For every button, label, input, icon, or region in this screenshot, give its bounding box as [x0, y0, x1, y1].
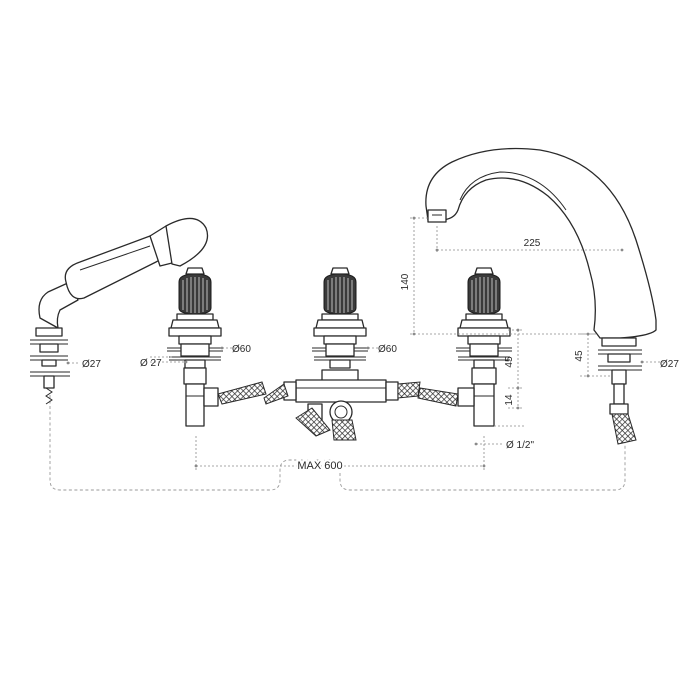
spout: [410, 147, 664, 445]
dim-connection-thread: Ø 1/2": [506, 440, 534, 451]
dim-max-spread: MAX 600: [297, 460, 342, 472]
dim-left-flange-diameter: Ø60: [232, 344, 251, 355]
max-spread-dimension: [194, 436, 486, 470]
dim-right-valve-offset: 14: [504, 394, 515, 406]
supply-pipe-lines: [49, 395, 626, 491]
dim-spout-reach: 225: [524, 238, 541, 249]
dim-left-base-diameter: Ø 27: [140, 358, 162, 369]
dim-hand-shower-diameter: Ø27: [82, 359, 101, 370]
dim-spout-height: 140: [400, 273, 411, 290]
hand-shower: [30, 217, 209, 405]
dim-center-flange-diameter: Ø60: [378, 344, 397, 355]
dim-spout-base-height: 45: [574, 350, 585, 362]
dim-right-valve-height: 45: [504, 356, 515, 368]
left-valve: [150, 267, 267, 427]
right-valve: [417, 267, 524, 446]
dim-spout-base-diameter: Ø27: [660, 359, 679, 370]
center-valve: [263, 267, 421, 441]
